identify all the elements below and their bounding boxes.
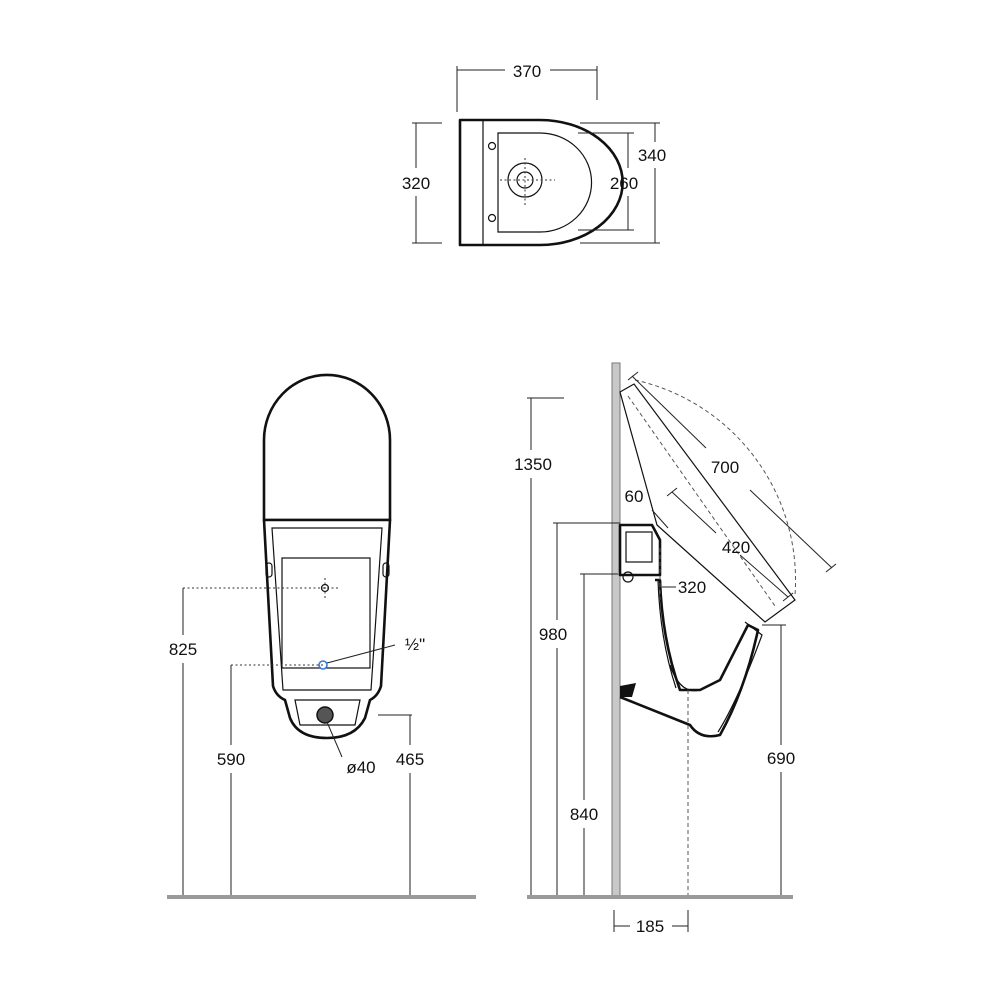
front-view-body bbox=[262, 518, 392, 740]
front-view-inner-panel bbox=[271, 527, 383, 691]
front-view-trap-box bbox=[294, 699, 361, 726]
dim-60-leader bbox=[651, 509, 669, 529]
dim-700-label: 700 bbox=[711, 458, 739, 477]
dim-690-label: 690 bbox=[767, 749, 795, 768]
inlet-leader bbox=[326, 644, 396, 664]
dim-420-label: 420 bbox=[722, 538, 750, 557]
side-view-wall bbox=[611, 362, 621, 898]
side-view: 1350 980 840 690 700 420 60 320 bbox=[514, 362, 837, 936]
dim-700-line-a bbox=[631, 375, 707, 449]
front-view-outlet bbox=[316, 706, 334, 724]
lid-hidden-edge bbox=[627, 395, 776, 607]
side-view-rim bbox=[717, 621, 763, 733]
side-view-bowl-inner bbox=[657, 579, 677, 689]
top-view-rear-band bbox=[460, 119, 484, 246]
dim-60-label: 60 bbox=[625, 487, 644, 506]
dim-260-label: 260 bbox=[610, 174, 638, 193]
front-view: ½" ø40 825 590 465 bbox=[167, 373, 476, 899]
side-view-trap bbox=[669, 664, 701, 692]
dim-420-tick-a bbox=[666, 487, 678, 497]
dim-980-label: 980 bbox=[539, 625, 567, 644]
front-view-fixing-slot bbox=[382, 562, 390, 578]
side-view-bowl bbox=[619, 578, 760, 738]
dim-340-label: 340 bbox=[638, 146, 666, 165]
dim-1350-label: 1350 bbox=[514, 455, 552, 474]
dim-420-line-b bbox=[739, 554, 789, 598]
front-view-lid bbox=[262, 373, 392, 522]
side-view-open-lid bbox=[619, 383, 796, 623]
dim-590-label: 590 bbox=[217, 750, 245, 769]
dim-465-label: 465 bbox=[396, 750, 424, 769]
outlet-label: ø40 bbox=[346, 758, 375, 777]
dim-420-tick-b bbox=[782, 592, 794, 602]
inlet-label: ½" bbox=[405, 635, 425, 654]
dim-370-label: 370 bbox=[513, 62, 541, 81]
dim-320-top-label: 320 bbox=[402, 174, 430, 193]
top-view: 370 320 340 260 bbox=[402, 62, 666, 247]
dim-185-label: 185 bbox=[636, 917, 664, 936]
dim-700-tick-a bbox=[627, 371, 639, 381]
dim-840-label: 840 bbox=[570, 805, 598, 824]
dim-700-tick-b bbox=[825, 563, 837, 573]
front-view-fixing-slot bbox=[265, 562, 273, 578]
side-view-bracket bbox=[620, 683, 636, 697]
dim-700-line-b bbox=[749, 489, 833, 569]
dim-420-line-a bbox=[671, 491, 717, 534]
top-view-bowl bbox=[497, 132, 593, 233]
side-view-fixing bbox=[622, 571, 634, 583]
side-view-cistern-inner bbox=[625, 531, 653, 563]
dim-825-label: 825 bbox=[169, 640, 197, 659]
outlet-leader bbox=[326, 721, 343, 758]
dim-320-side-label: 320 bbox=[678, 578, 706, 597]
top-view-fixing-hole bbox=[487, 213, 497, 223]
top-view-fixing-hole bbox=[487, 141, 497, 151]
